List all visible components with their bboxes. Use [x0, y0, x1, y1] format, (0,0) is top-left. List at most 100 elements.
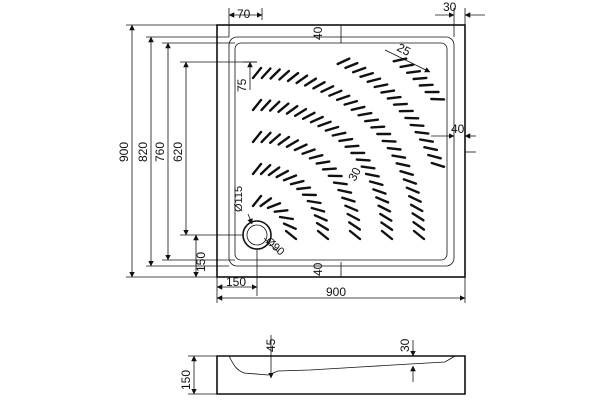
hatch-stroke: [351, 66, 367, 74]
hatch-stroke: [301, 148, 316, 156]
hatch-stroke: [430, 161, 446, 169]
dim-d115-label: Ø115: [233, 186, 245, 212]
hatch-stroke: [344, 144, 360, 149]
dim-40-bottom-label: 40: [311, 262, 325, 276]
top-dimensions: 70 30 40 25: [228, 0, 485, 73]
dim-150-left-label: 150: [194, 252, 208, 272]
hatch-stroke: [391, 154, 407, 159]
hatch-stroke: [418, 83, 434, 87]
hatch-stroke: [402, 178, 418, 185]
hatch-stroke: [332, 181, 348, 186]
hatch-stroke: [346, 212, 361, 222]
hatch-stroke: [308, 153, 324, 160]
hatch-stroke: [301, 111, 316, 121]
hatch-stroke: [251, 194, 263, 208]
hatch-stroke: [423, 145, 439, 152]
drain-inner-circle: [246, 224, 268, 246]
hatch-stroke: [260, 99, 272, 112]
hatch-stroke: [380, 221, 394, 232]
hatch-stroke: [357, 111, 373, 117]
hatch-stroke: [380, 89, 396, 94]
hatch-stroke: [303, 77, 318, 87]
hatch-stroke: [406, 69, 422, 75]
hatch-stroke: [273, 209, 289, 213]
dim-620-label: 620: [171, 142, 185, 162]
hatch-stroke: [386, 95, 402, 100]
hatch-stroke: [370, 125, 386, 129]
hatch-stroke: [251, 98, 263, 112]
tray-basin: [234, 42, 448, 261]
hatch-stroke: [289, 179, 305, 186]
tray-rim: [228, 36, 455, 267]
hatch-stroke: [341, 196, 356, 203]
hatch-stroke: [412, 229, 426, 241]
hatch-stroke: [409, 123, 425, 128]
hatch-stroke: [268, 100, 281, 112]
hatch-stroke: [414, 130, 430, 135]
hatch-stroke: [373, 83, 389, 89]
hatch-stroke: [275, 169, 290, 179]
hatch-stroke: [399, 169, 414, 177]
hatch-stroke: [350, 105, 366, 112]
side-basin-profile: [228, 355, 456, 376]
hatch-stroke: [278, 69, 291, 81]
hatch-stroke: [251, 162, 263, 176]
dim-25-label: 25: [395, 40, 414, 59]
hatch-stroke: [317, 120, 332, 128]
hatch-stroke: [269, 133, 282, 145]
hatch-stroke: [310, 206, 326, 213]
top-view: [216, 24, 466, 278]
hatch-stroke: [411, 212, 425, 222]
hatch-stroke: [277, 135, 291, 146]
hatch-stroke: [309, 115, 324, 124]
hatch-stroke: [419, 138, 434, 143]
hatch-stroke: [336, 57, 351, 66]
hatch-stroke: [381, 139, 397, 143]
dim-900-height-label: 900: [117, 142, 131, 162]
dim-900-width-label: 900: [326, 285, 346, 299]
hatch-stroke: [344, 61, 359, 70]
hatch-stroke: [278, 215, 294, 221]
hatch-stroke: [392, 102, 408, 106]
hatch-stroke: [266, 201, 282, 210]
hatch-stroke: [315, 221, 330, 231]
hatch-stroke: [259, 163, 272, 176]
dim-760-label: 760: [153, 142, 167, 162]
hatch-stroke: [348, 221, 362, 231]
hatch-stroke: [344, 204, 359, 212]
hatch-stroke: [409, 203, 424, 213]
hatch-stroke: [285, 104, 299, 115]
hatch-stroke: [306, 199, 322, 205]
hatch-stroke: [368, 180, 384, 187]
hatch-stroke: [293, 107, 308, 118]
hatch-stroke: [337, 188, 353, 194]
hatch-stroke: [359, 71, 374, 79]
hatch-stroke: [331, 131, 347, 137]
hatch-stroke: [380, 229, 394, 241]
hatch-stroke: [320, 85, 335, 94]
hatch-stroke: [324, 125, 340, 132]
hatch-stroke: [293, 143, 308, 152]
hatch-stroke: [260, 67, 272, 80]
hatch-stroke: [282, 174, 298, 182]
hatch-stroke: [296, 186, 312, 191]
hatch-stroke: [375, 196, 390, 204]
hatch-stroke: [395, 162, 411, 168]
side-view: 45 30 150: [179, 335, 466, 395]
hatch-stroke: [364, 118, 380, 123]
hatch-stroke: [348, 229, 362, 241]
hatch-stroke: [277, 102, 290, 114]
hatch-stroke: [321, 167, 337, 171]
hatch-stroke: [399, 63, 415, 69]
hatch-stroke: [260, 131, 272, 144]
hatch-stroke: [364, 172, 380, 178]
hatch-stroke: [412, 220, 426, 231]
dim-30-slope-label: 30: [345, 165, 364, 184]
hatch-stroke: [295, 74, 309, 85]
slope-hatching: [251, 57, 446, 241]
hatch-stroke: [386, 146, 402, 151]
hatch-stroke: [285, 139, 300, 149]
hatch-stroke: [412, 76, 428, 81]
hatch-stroke: [315, 160, 331, 165]
